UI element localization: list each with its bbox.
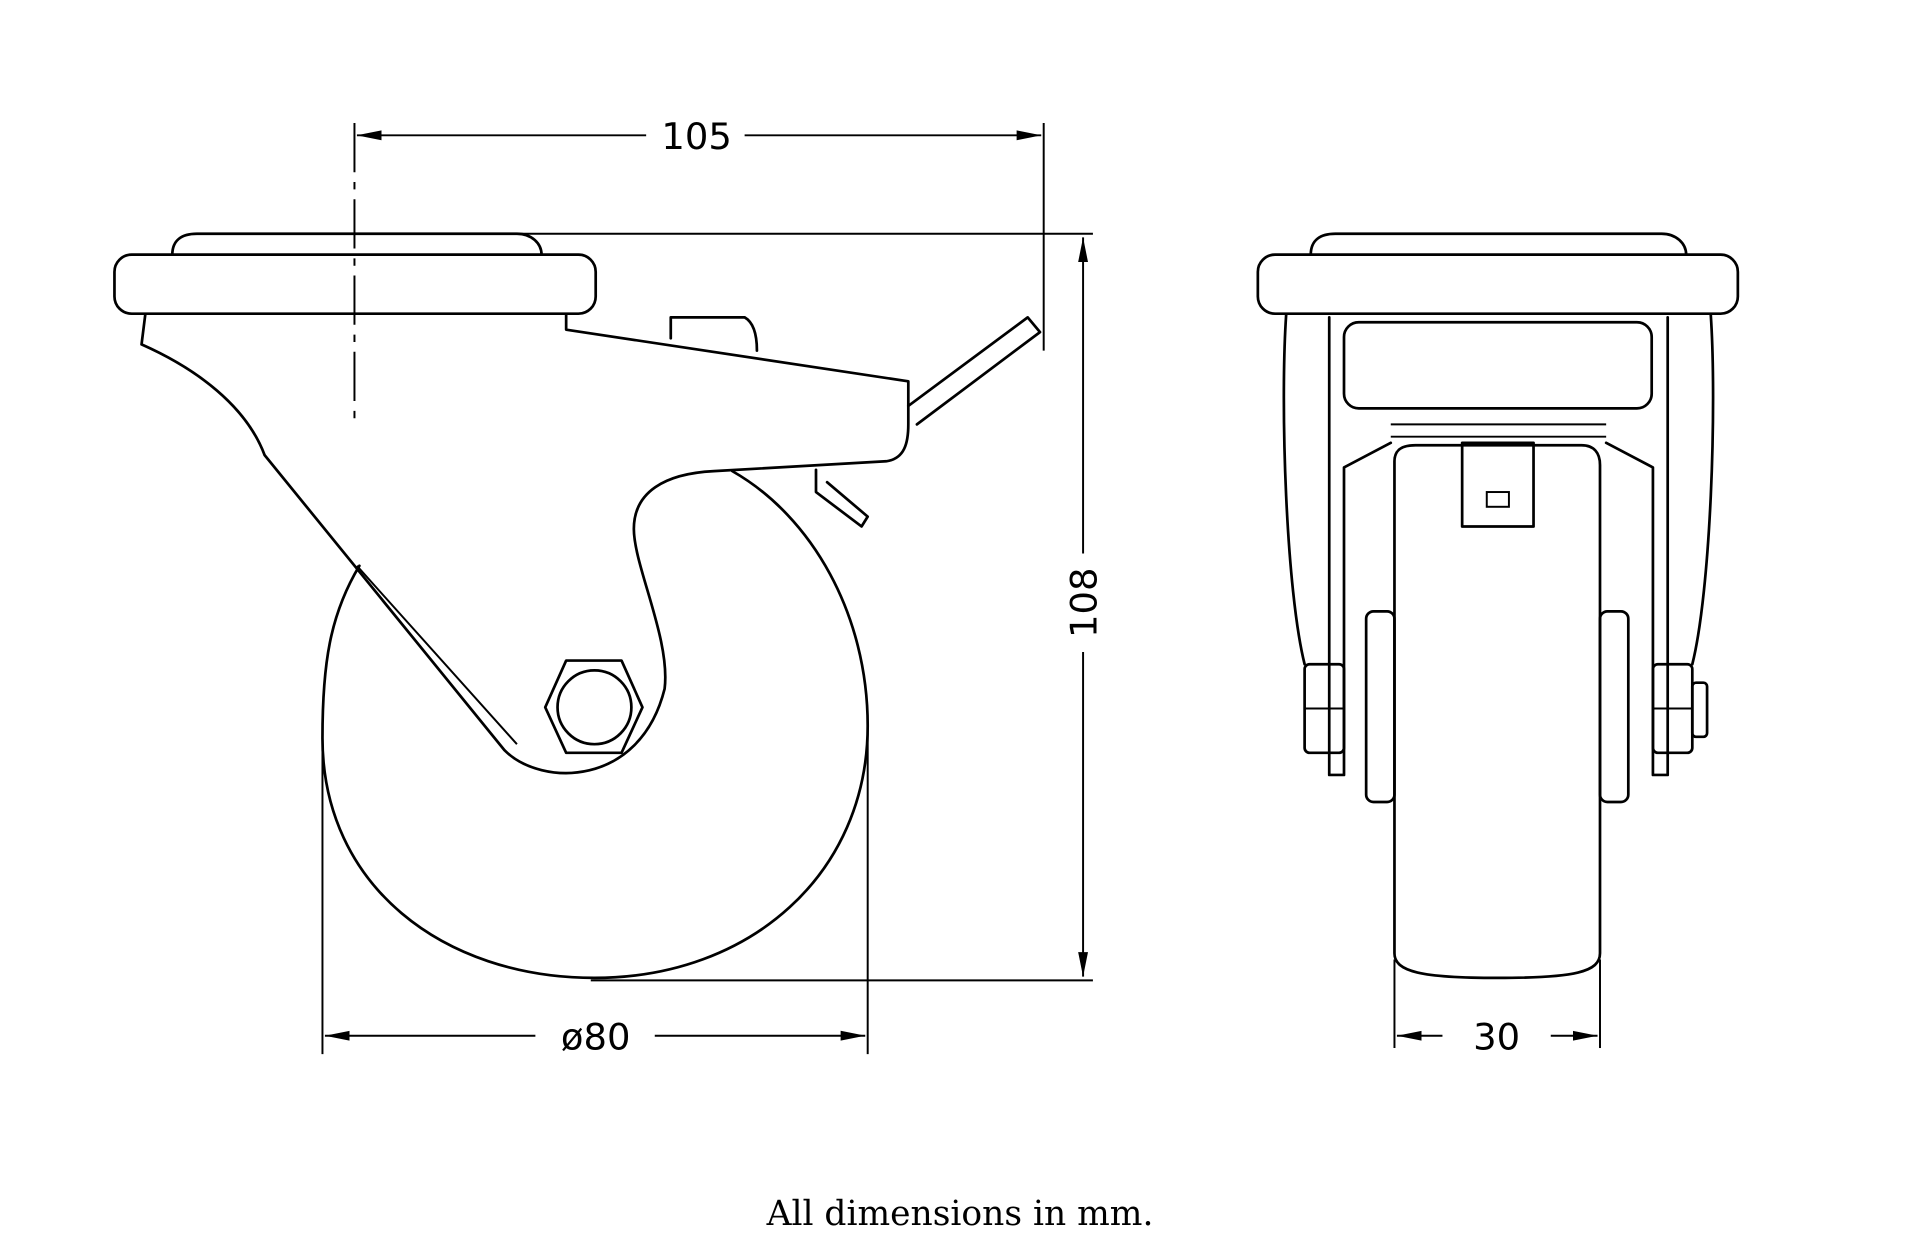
height-dimension-label: 108	[1063, 568, 1106, 638]
dimension-height: 108	[516, 232, 1106, 982]
axle	[556, 669, 633, 746]
front-view	[1256, 232, 1740, 980]
fork-body	[140, 313, 910, 775]
brake-pad	[669, 316, 759, 352]
wheel-outline	[321, 469, 870, 980]
hub-left	[1364, 609, 1396, 804]
front-top-plate	[1256, 253, 1740, 316]
dimension-offset: 105	[356, 115, 1045, 351]
fork-right-leg	[1604, 313, 1715, 777]
fork-left-leg	[1282, 313, 1393, 777]
dimension-wheel-diameter: ø80	[321, 725, 869, 1058]
fork-inner-line	[356, 565, 518, 745]
diameter-dimension-label: ø80	[561, 1015, 631, 1058]
units-note: All dimensions in mm.	[766, 1194, 1154, 1234]
axle-end	[1690, 681, 1709, 739]
brake-tab	[814, 468, 870, 528]
front-wheel	[1393, 443, 1602, 980]
offset-dimension-label: 105	[661, 115, 731, 158]
swivel-housing	[1342, 320, 1654, 410]
brake-block	[1460, 441, 1535, 528]
top-plate-boss	[170, 232, 543, 256]
width-dimension-label: 30	[1473, 1015, 1520, 1058]
front-plate-boss	[1309, 232, 1688, 256]
dimension-wheel-width: 30	[1393, 959, 1601, 1058]
brake-lever	[906, 316, 1042, 426]
side-view	[113, 123, 1042, 980]
hub-right	[1598, 609, 1630, 804]
axle-nut	[543, 659, 644, 755]
